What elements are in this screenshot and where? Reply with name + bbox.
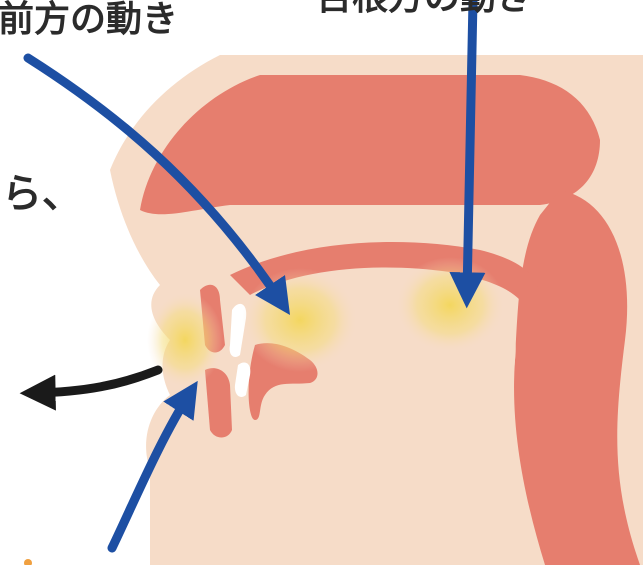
marker-dot <box>24 559 32 565</box>
arrow-down-icon <box>467 0 473 294</box>
arrow-left-icon <box>34 370 158 393</box>
glow-front-tongue <box>242 268 358 372</box>
label-front-movement: 前方の動き <box>0 0 178 40</box>
label-back-movement: 舌根方の動き <box>316 0 532 18</box>
label-side-fragment: ら、 <box>2 172 82 216</box>
glow-back-tongue <box>395 257 505 353</box>
